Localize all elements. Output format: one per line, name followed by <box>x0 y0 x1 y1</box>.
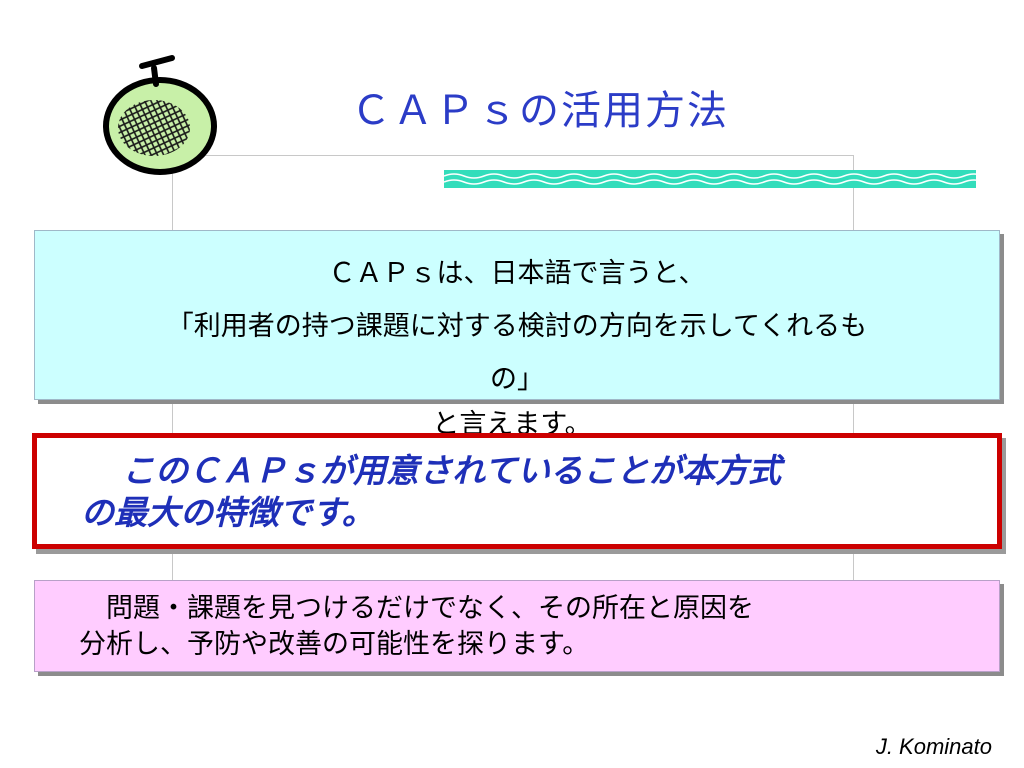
analysis-line-2: 分析し、予防や改善の可能性を探ります。 <box>79 629 590 660</box>
analysis-line-1: 問題・課題を見つけるだけでなく、その所在と原因を <box>79 593 754 624</box>
author-credit: J. Kominato <box>875 734 992 759</box>
wave-bar-decoration <box>444 170 976 188</box>
frame-line-top <box>172 155 854 156</box>
caps-definition-line-3: の」 <box>490 364 544 395</box>
key-feature-line-2: の最大の特徴です。 <box>81 493 375 532</box>
slide-title: ＣＡＰｓの活用方法 <box>351 88 729 134</box>
caps-definition-text: ＣＡＰｓは、日本語で言うと、 「利用者の持つ課題に対する検討の方向を示してくれる… <box>35 247 999 406</box>
key-feature-text: このＣＡＰｓが用意されていることが本方式 の最大の特徴です。 <box>81 450 969 534</box>
key-feature-line-1: このＣＡＰｓが用意されていることが本方式 <box>89 451 782 490</box>
caps-definition-line-1: ＣＡＰｓは、日本語で言うと、 <box>328 258 706 289</box>
caps-definition-box: ＣＡＰｓは、日本語で言うと、 「利用者の持つ課題に対する検討の方向を示してくれる… <box>34 230 1000 400</box>
caps-definition-line-2: 「利用者の持つ課題に対する検討の方向を示してくれるも <box>166 311 868 342</box>
melon-icon <box>103 55 217 175</box>
analysis-text: 問題・課題を見つけるだけでなく、その所在と原因を 分析し、予防や改善の可能性を探… <box>79 591 979 663</box>
analysis-box: 問題・課題を見つけるだけでなく、その所在と原因を 分析し、予防や改善の可能性を探… <box>34 580 1000 672</box>
key-feature-box: このＣＡＰｓが用意されていることが本方式 の最大の特徴です。 <box>32 433 1002 549</box>
